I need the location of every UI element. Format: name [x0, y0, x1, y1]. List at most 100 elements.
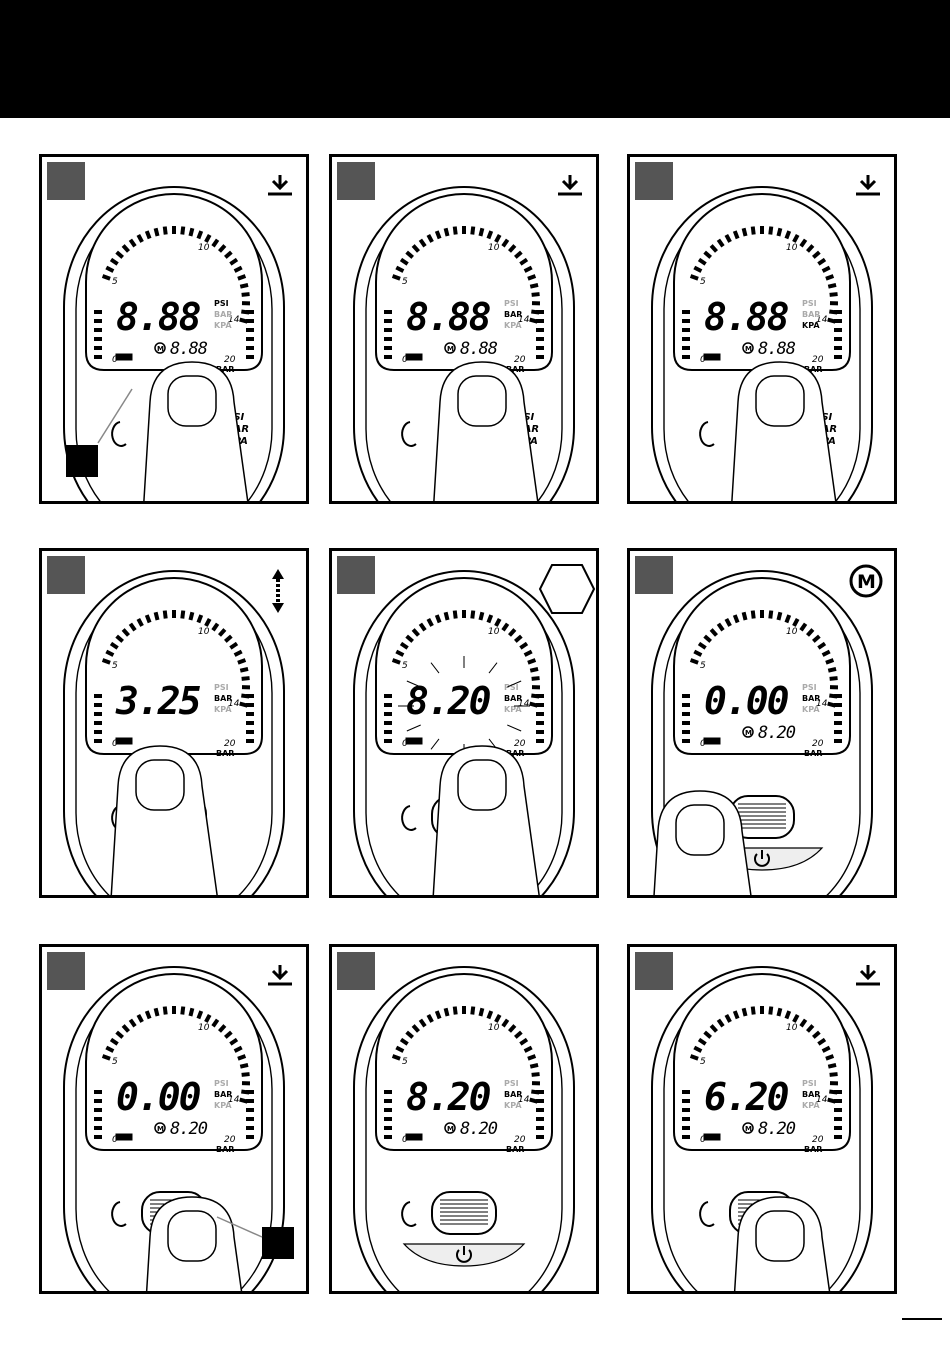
memory-indicator-icon	[154, 1122, 166, 1134]
gauge-segment-arc	[682, 610, 842, 743]
lcd-screen	[375, 193, 553, 371]
memory-reading: 8.88	[758, 339, 796, 359]
unit-label-psi: PSI	[802, 1079, 817, 1088]
scale-unit-label: BAR	[804, 749, 822, 758]
gauge-segment-arc	[94, 226, 254, 359]
scale-label: 5	[402, 661, 408, 671]
scale-unit-label: BAR	[216, 1145, 234, 1154]
scale-label: 5	[112, 277, 118, 287]
battery-icon	[703, 353, 721, 361]
finger-illustration	[432, 745, 540, 895]
scale-label: 14	[816, 315, 828, 325]
step-number-box	[635, 162, 673, 200]
memory-indicator-letter: M	[157, 345, 164, 353]
scale-label: 14	[228, 1095, 240, 1105]
scale-label: 0	[700, 1135, 706, 1145]
finger-illustration	[733, 1196, 831, 1291]
memory-indicator-icon	[742, 342, 754, 354]
scale-label: 0	[112, 739, 118, 749]
scale-label: 14	[518, 315, 530, 325]
scale-label: 10	[198, 243, 210, 253]
scale-label: 10	[488, 243, 500, 253]
unit-label-bar: BAR	[214, 694, 232, 703]
main-reading: 8.88	[704, 295, 789, 339]
scale-label: 20	[514, 739, 526, 749]
lcd-screen	[673, 577, 851, 755]
main-reading: 0.00	[116, 1075, 201, 1119]
scale-label: 0	[112, 1135, 118, 1145]
download-icon	[856, 175, 880, 196]
gauge-segment-arc	[94, 1006, 254, 1139]
scale-label: 10	[786, 627, 798, 637]
refresh-icon	[111, 421, 127, 447]
scale-label: 0	[402, 739, 408, 749]
power-icon	[456, 1246, 472, 1263]
main-reading: 8.20	[406, 679, 491, 723]
scale-label: 20	[514, 1135, 526, 1145]
unit-label-psi: PSI	[214, 299, 229, 308]
memory-corner-letter: M	[857, 571, 876, 593]
scale-label: 5	[700, 661, 706, 671]
memory-indicator-icon	[154, 342, 166, 354]
unit-label-bar: BAR	[802, 694, 820, 703]
download-icon	[856, 965, 880, 986]
memory-reading: 8.88	[460, 339, 498, 359]
scale-label: 14	[228, 699, 240, 709]
unit-label-bar: BAR	[802, 1090, 820, 1099]
unit-label-psi: PSI	[504, 683, 519, 692]
scale-label: 14	[816, 699, 828, 709]
scale-label: 20	[514, 355, 526, 365]
lcd-screen	[85, 577, 263, 755]
memory-indicator-letter: M	[447, 1125, 454, 1133]
download-icon	[268, 175, 292, 196]
memory-reading: 8.20	[170, 1119, 208, 1139]
main-reading: 8.20	[406, 1075, 491, 1119]
battery-icon	[405, 1133, 423, 1141]
memory-indicator-letter: M	[745, 1125, 752, 1133]
scale-label: 10	[198, 627, 210, 637]
unit-label-kpa: KPA	[504, 1101, 522, 1110]
refresh-icon	[401, 805, 417, 831]
scale-label: 0	[402, 1135, 408, 1145]
mode-button[interactable]	[431, 1191, 497, 1235]
unit-label-bar: BAR	[504, 694, 522, 703]
finger-illustration	[143, 361, 249, 501]
scale-label: 5	[402, 1057, 408, 1067]
memory-reading: 8.20	[460, 1119, 498, 1139]
scale-label: 10	[488, 627, 500, 637]
memory-icon	[849, 564, 883, 598]
unit-label-psi: PSI	[504, 1079, 519, 1088]
scale-label: 20	[224, 739, 236, 749]
scale-label: 10	[786, 243, 798, 253]
step-number-box	[47, 162, 85, 200]
finger-illustration	[110, 745, 218, 895]
scale-unit-label: BAR	[216, 365, 234, 374]
unit-label-bar: BAR	[214, 1090, 232, 1099]
main-reading: 8.88	[406, 295, 491, 339]
memory-indicator-letter: M	[447, 345, 454, 353]
scale-label: 14	[518, 1095, 530, 1105]
scale-label: 5	[112, 661, 118, 671]
memory-indicator-letter: M	[745, 729, 752, 737]
scale-label: 10	[786, 1023, 798, 1033]
scale-label: 20	[224, 1135, 236, 1145]
scale-label: 5	[402, 277, 408, 287]
scale-label: 14	[816, 1095, 828, 1105]
unit-label-bar: BAR	[214, 310, 232, 319]
memory-indicator-icon	[444, 1122, 456, 1134]
step-number-box	[47, 556, 85, 594]
page-footer-line	[902, 1318, 942, 1320]
step-number-box	[635, 556, 673, 594]
download-icon	[558, 175, 582, 196]
memory-indicator-icon	[742, 1122, 754, 1134]
refresh-icon	[699, 1201, 715, 1227]
unit-label-psi: PSI	[214, 1079, 229, 1088]
refresh-icon	[401, 421, 417, 447]
